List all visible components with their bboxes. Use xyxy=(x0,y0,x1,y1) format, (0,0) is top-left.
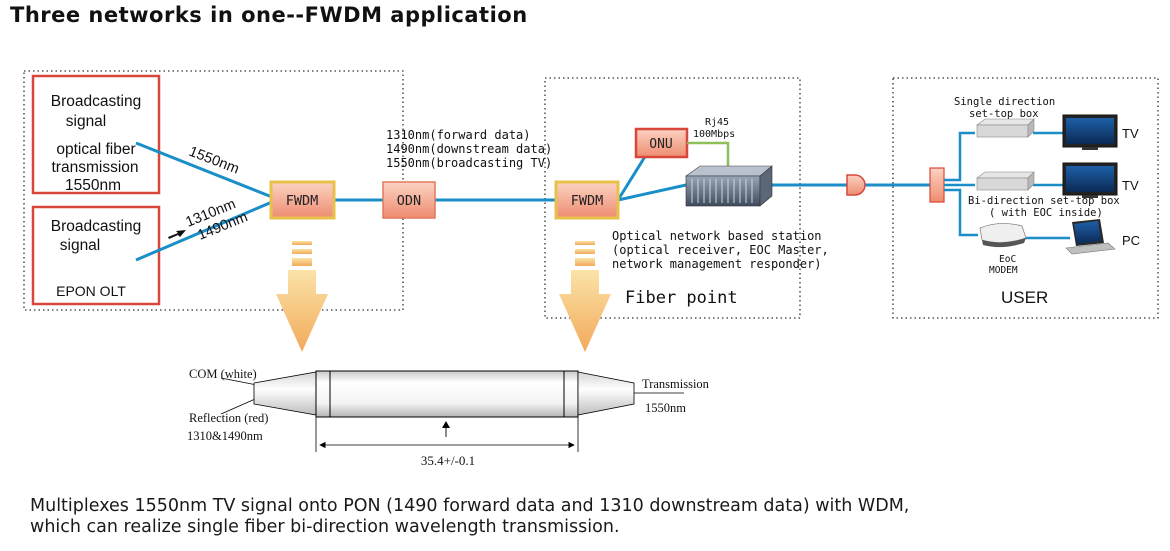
down-arrow-icon xyxy=(559,241,611,352)
wavelength-line2: 1490nm(downstream data) xyxy=(386,142,552,156)
odn-label: ODN xyxy=(397,193,421,209)
fwdm-component xyxy=(220,370,684,452)
olt-panel xyxy=(23,70,404,311)
fiber-lines xyxy=(135,141,930,262)
station-line2: (optical receiver, EOC Master, xyxy=(612,243,829,257)
com-label: COM (white) xyxy=(189,367,257,381)
page-title: Three networks in one--FWDM application xyxy=(10,3,528,27)
tv1-label: TV xyxy=(1122,126,1139,141)
broadcast-top-line5: 1550nm xyxy=(65,177,121,194)
rj45-label: Rj45 xyxy=(705,117,729,128)
user-label: USER xyxy=(1001,288,1048,307)
eoc-modem-icon xyxy=(979,223,1027,248)
station-line3: network management responder) xyxy=(612,257,822,271)
broadcast-top-line3: optical fiber xyxy=(56,141,135,158)
tv-icon xyxy=(1062,114,1118,150)
rj45-link xyxy=(687,141,730,167)
user-lines xyxy=(944,131,1070,240)
caption-line2: which can realize single fiber bi-direct… xyxy=(30,517,620,537)
fiber-point-panel xyxy=(544,77,801,319)
broadcast-top-line2: signal xyxy=(66,113,107,130)
bi-stb-line2: ( with EOC inside) xyxy=(989,207,1103,219)
tv2-label: TV xyxy=(1122,178,1139,193)
single-stb-line1: Single direction xyxy=(954,96,1055,108)
broadcast-top-line1: Broadcasting xyxy=(51,93,141,110)
single-stb-icon xyxy=(976,118,1035,138)
laptop-icon xyxy=(1065,219,1116,255)
fwdm-left-device xyxy=(269,180,336,220)
splitter-icon xyxy=(846,174,866,196)
wavelength-line3: 1550nm(broadcasting TV) xyxy=(386,156,552,170)
caption-line1: Multiplexes 1550nm TV signal onto PON (1… xyxy=(30,496,910,516)
eoc-line1: EoC xyxy=(999,254,1016,265)
caption: Multiplexes 1550nm TV signal onto PON (1… xyxy=(30,496,909,538)
broadcast-bottom-line3: EPON OLT xyxy=(56,283,126,299)
onu-device xyxy=(634,127,689,159)
fwdm-right-device xyxy=(554,180,620,220)
fiber-point-label: Fiber point xyxy=(625,288,738,308)
broadcast-box-top xyxy=(31,74,161,195)
onu-label: ONU xyxy=(649,137,672,152)
single-stb-line2: set-top box xyxy=(969,108,1039,120)
bidirection-arrow-icon xyxy=(168,230,186,239)
broadcast-top-line4: transmission xyxy=(52,159,139,176)
transmission-wl-label: 1550nm xyxy=(645,401,686,415)
reflection-label: Reflection (red) xyxy=(189,411,268,425)
rj45-speed: 100Mbps xyxy=(693,129,735,140)
bi-stb-icon xyxy=(976,171,1035,191)
odn-device xyxy=(382,181,436,219)
transmission-label: Transmission xyxy=(642,377,710,391)
tv-icon xyxy=(1062,162,1118,198)
distribution-block xyxy=(929,167,945,203)
reflection-wl-label: 1310&1490nm xyxy=(187,429,263,443)
dimension-label: 35.4+/-0.1 xyxy=(421,453,475,468)
broadcast-bottom-line1: Broadcasting xyxy=(51,218,141,235)
fwdm-right-label: FWDM xyxy=(571,193,604,209)
broadcast-box-bottom xyxy=(31,205,161,306)
network-station-icon xyxy=(685,165,773,207)
broadcast-bottom-line2: signal xyxy=(60,237,101,254)
station-line1: Optical network based station xyxy=(612,229,822,243)
down-arrow-icon xyxy=(276,241,328,352)
eoc-line2: MODEM xyxy=(989,265,1018,276)
wavelength-line1: 1310nm(forward data) xyxy=(386,128,531,142)
fwdm-left-label: FWDM xyxy=(286,193,319,209)
bi-stb-line1: Bi-direction set-top box xyxy=(968,195,1120,207)
pc-label: PC xyxy=(1122,233,1140,248)
